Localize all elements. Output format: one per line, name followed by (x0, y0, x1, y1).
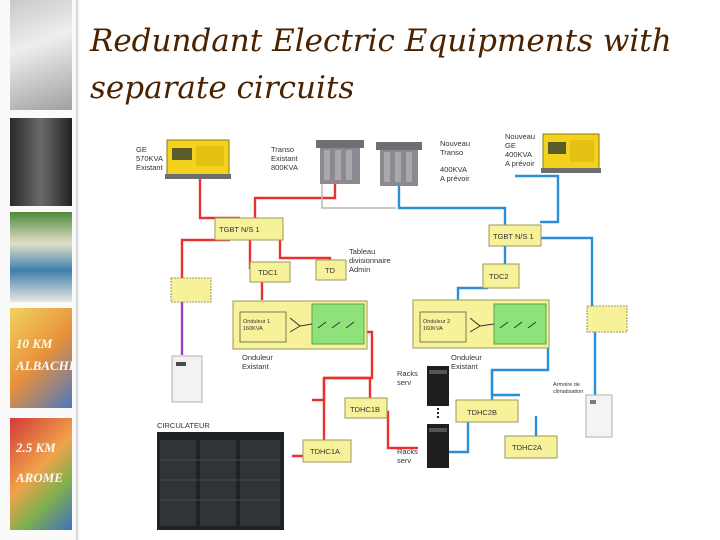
tgbt-1-label: TGBT N/S 1 (219, 225, 260, 234)
tgbt-box-1 (214, 217, 284, 241)
sidebar-divider (76, 0, 78, 540)
tdhc1b-label: TDHC1B (350, 405, 380, 414)
ups-group-1 (232, 300, 368, 350)
datacenter-photo (157, 432, 284, 530)
tableau-line-3: Admin (349, 265, 370, 274)
racks-2-line-2: serv (397, 456, 411, 465)
photo-tile-datacenter (10, 118, 72, 206)
td-box (315, 259, 347, 281)
armoire-line-1: Armoire de (553, 382, 580, 388)
ge-new-line-2: GE (505, 141, 516, 150)
td-label: TD (325, 266, 336, 275)
ge-new-line-3: 400KVA (505, 150, 532, 159)
ge-existing-line-1: GE (136, 145, 147, 154)
onduleur-existant-1-line-1: Onduleur (242, 353, 273, 362)
map-label-arome: AROME (16, 470, 63, 485)
racks-1-line-2: serv (397, 378, 411, 387)
grey-tie-wire (321, 180, 396, 209)
tdc1-box (249, 261, 291, 283)
photo-tile-collage (10, 212, 72, 302)
trafo-new-image (376, 142, 422, 186)
tdc2-label: TDC2 (489, 272, 509, 281)
ge-new-image (541, 133, 601, 173)
trafo-new-line-2: Transo (440, 148, 463, 157)
racks-image-2 (427, 424, 449, 468)
armoire-climatisation-image (585, 394, 613, 438)
onduleur-2-line-1: Onduleur 2 (423, 319, 450, 325)
trafo-existing-image (316, 140, 364, 184)
circulateur-label: CIRCULATEUR (157, 421, 210, 430)
small-panel-right (586, 305, 628, 333)
tdhc1b-box (344, 397, 388, 419)
racks-image-1 (427, 366, 449, 406)
map-tile-albachir: 10 KM ALBACHIR (10, 308, 80, 408)
onduleur-1-line-1: Onduleur 1 (243, 319, 270, 325)
trafo-new-line-3: 400KVA (440, 165, 467, 174)
racks-1-line-1: Racks (397, 369, 418, 378)
onduleur-existant-1-line-2: Existant (242, 362, 270, 371)
ge-existing-line-2: 570KVA (136, 154, 163, 163)
tdhc2a-label: TDHC2A (512, 443, 542, 452)
ge-new-line-1: Nouveau (505, 132, 535, 141)
onduleur-1-line-2: 160KVA (243, 326, 263, 332)
blue-circuit-wires (397, 174, 597, 454)
title-line-2: separate circuits (90, 70, 355, 106)
ge-new-line-4: A prévoir (505, 159, 535, 168)
tdc2-box (482, 263, 520, 289)
tdhc2b-label: TDHC2B (467, 408, 497, 417)
onduleur-2-line-2: 160KVA (423, 326, 443, 332)
tdhc1a-label: TDHC1A (310, 447, 340, 456)
tdhc2a-box (504, 435, 558, 459)
small-panel-left (170, 277, 212, 303)
map-label-2-5km: 2.5 KM (16, 440, 56, 455)
trafo-existing-line-1: Transo (271, 145, 294, 154)
onduleur-existant-2-line-1: Onduleur (451, 353, 482, 362)
ups-group-2 (412, 299, 550, 349)
ge-existing-line-3: Existant (136, 163, 164, 172)
onduleur-existant-2-line-2: Existant (451, 362, 479, 371)
trafo-existing-line-3: 800KVA (271, 163, 298, 172)
tableau-line-1: Tableau (349, 247, 375, 256)
map-tile-arome: 2.5 KM AROME (10, 418, 72, 530)
trafo-new-line-1: Nouveau (440, 139, 470, 148)
racks-2-line-1: Racks (397, 447, 418, 456)
ge-existing-image (165, 139, 231, 179)
tgbt-2-label: TGBT N/S 1 (493, 232, 534, 241)
map-label-10km: 10 KM (16, 336, 53, 351)
trafo-new-line-4: A prévoir (440, 174, 470, 183)
photo-tile-logo (10, 0, 72, 110)
trafo-existing-line-2: Existant (271, 154, 299, 163)
tableau-line-2: divisionnaire (349, 256, 391, 265)
title-line-1: Redundant Electric Equipments with (90, 23, 672, 59)
armoire-line-2: climatisation (553, 389, 583, 395)
tdc1-label: TDC1 (258, 268, 278, 277)
slide-title: Redundant Electric Equipments with separ… (90, 18, 700, 112)
tdhc1a-box (302, 439, 352, 463)
map-label-albachir: ALBACHIR (16, 358, 80, 373)
sidebar-image-strip: 10 KM ALBACHIR 2.5 KM AROME (0, 0, 80, 540)
ups-existing-unit (171, 355, 203, 403)
tgbt-box-2 (488, 224, 542, 247)
tdhc2b-box (455, 399, 519, 423)
